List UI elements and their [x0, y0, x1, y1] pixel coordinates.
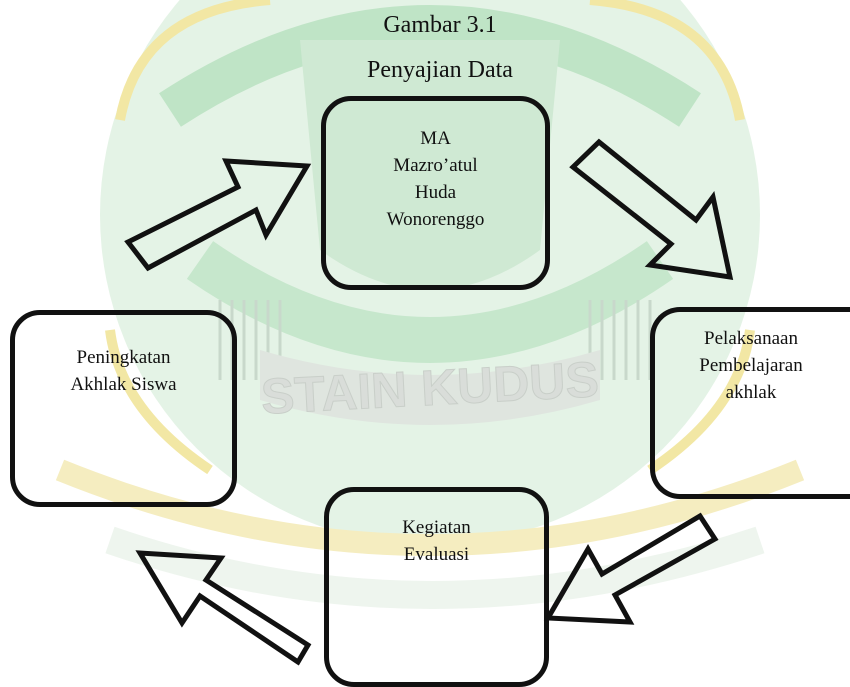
node-left-line-1: Peningkatan — [76, 347, 171, 368]
node-top-box — [321, 96, 550, 290]
node-right-line-1: Pelaksanaan — [704, 328, 798, 349]
node-bottom-line-1: Kegiatan — [402, 517, 471, 538]
arrow-right-to-bottom — [543, 512, 719, 625]
node-top-line-2: Mazro’atul — [393, 155, 478, 176]
node-top-line-4: Wonorenggo — [386, 209, 485, 230]
node-bottom-label: Kegiatan Evaluasi — [326, 514, 547, 568]
node-right-box — [650, 307, 850, 499]
node-left-label: Peningkatan Akhlak Siswa — [12, 344, 235, 398]
figure-title: Penyajian Data — [367, 57, 513, 83]
arrow-top-to-right — [569, 138, 734, 281]
arrow-bottom-to-left — [135, 550, 312, 666]
node-bottom-line-2: Evaluasi — [403, 544, 470, 565]
node-left-box — [10, 310, 237, 507]
node-right-label: Pelaksanaan Pembelajaran akhlak — [652, 325, 850, 406]
node-left-line-2: Akhlak Siswa — [70, 374, 177, 395]
node-right-line-2: Pembelajaran — [699, 355, 803, 376]
node-top-line-3: Huda — [414, 182, 457, 203]
arrow-left-to-top — [124, 158, 312, 272]
figure-number: Gambar 3.1 — [383, 12, 497, 38]
node-right-line-3: akhlak — [725, 382, 777, 403]
node-top-label: MA Mazro’atul Huda Wonorenggo — [326, 125, 545, 233]
node-top-line-1: MA — [420, 128, 451, 149]
watermark-yellow-ring — [115, 0, 745, 121]
